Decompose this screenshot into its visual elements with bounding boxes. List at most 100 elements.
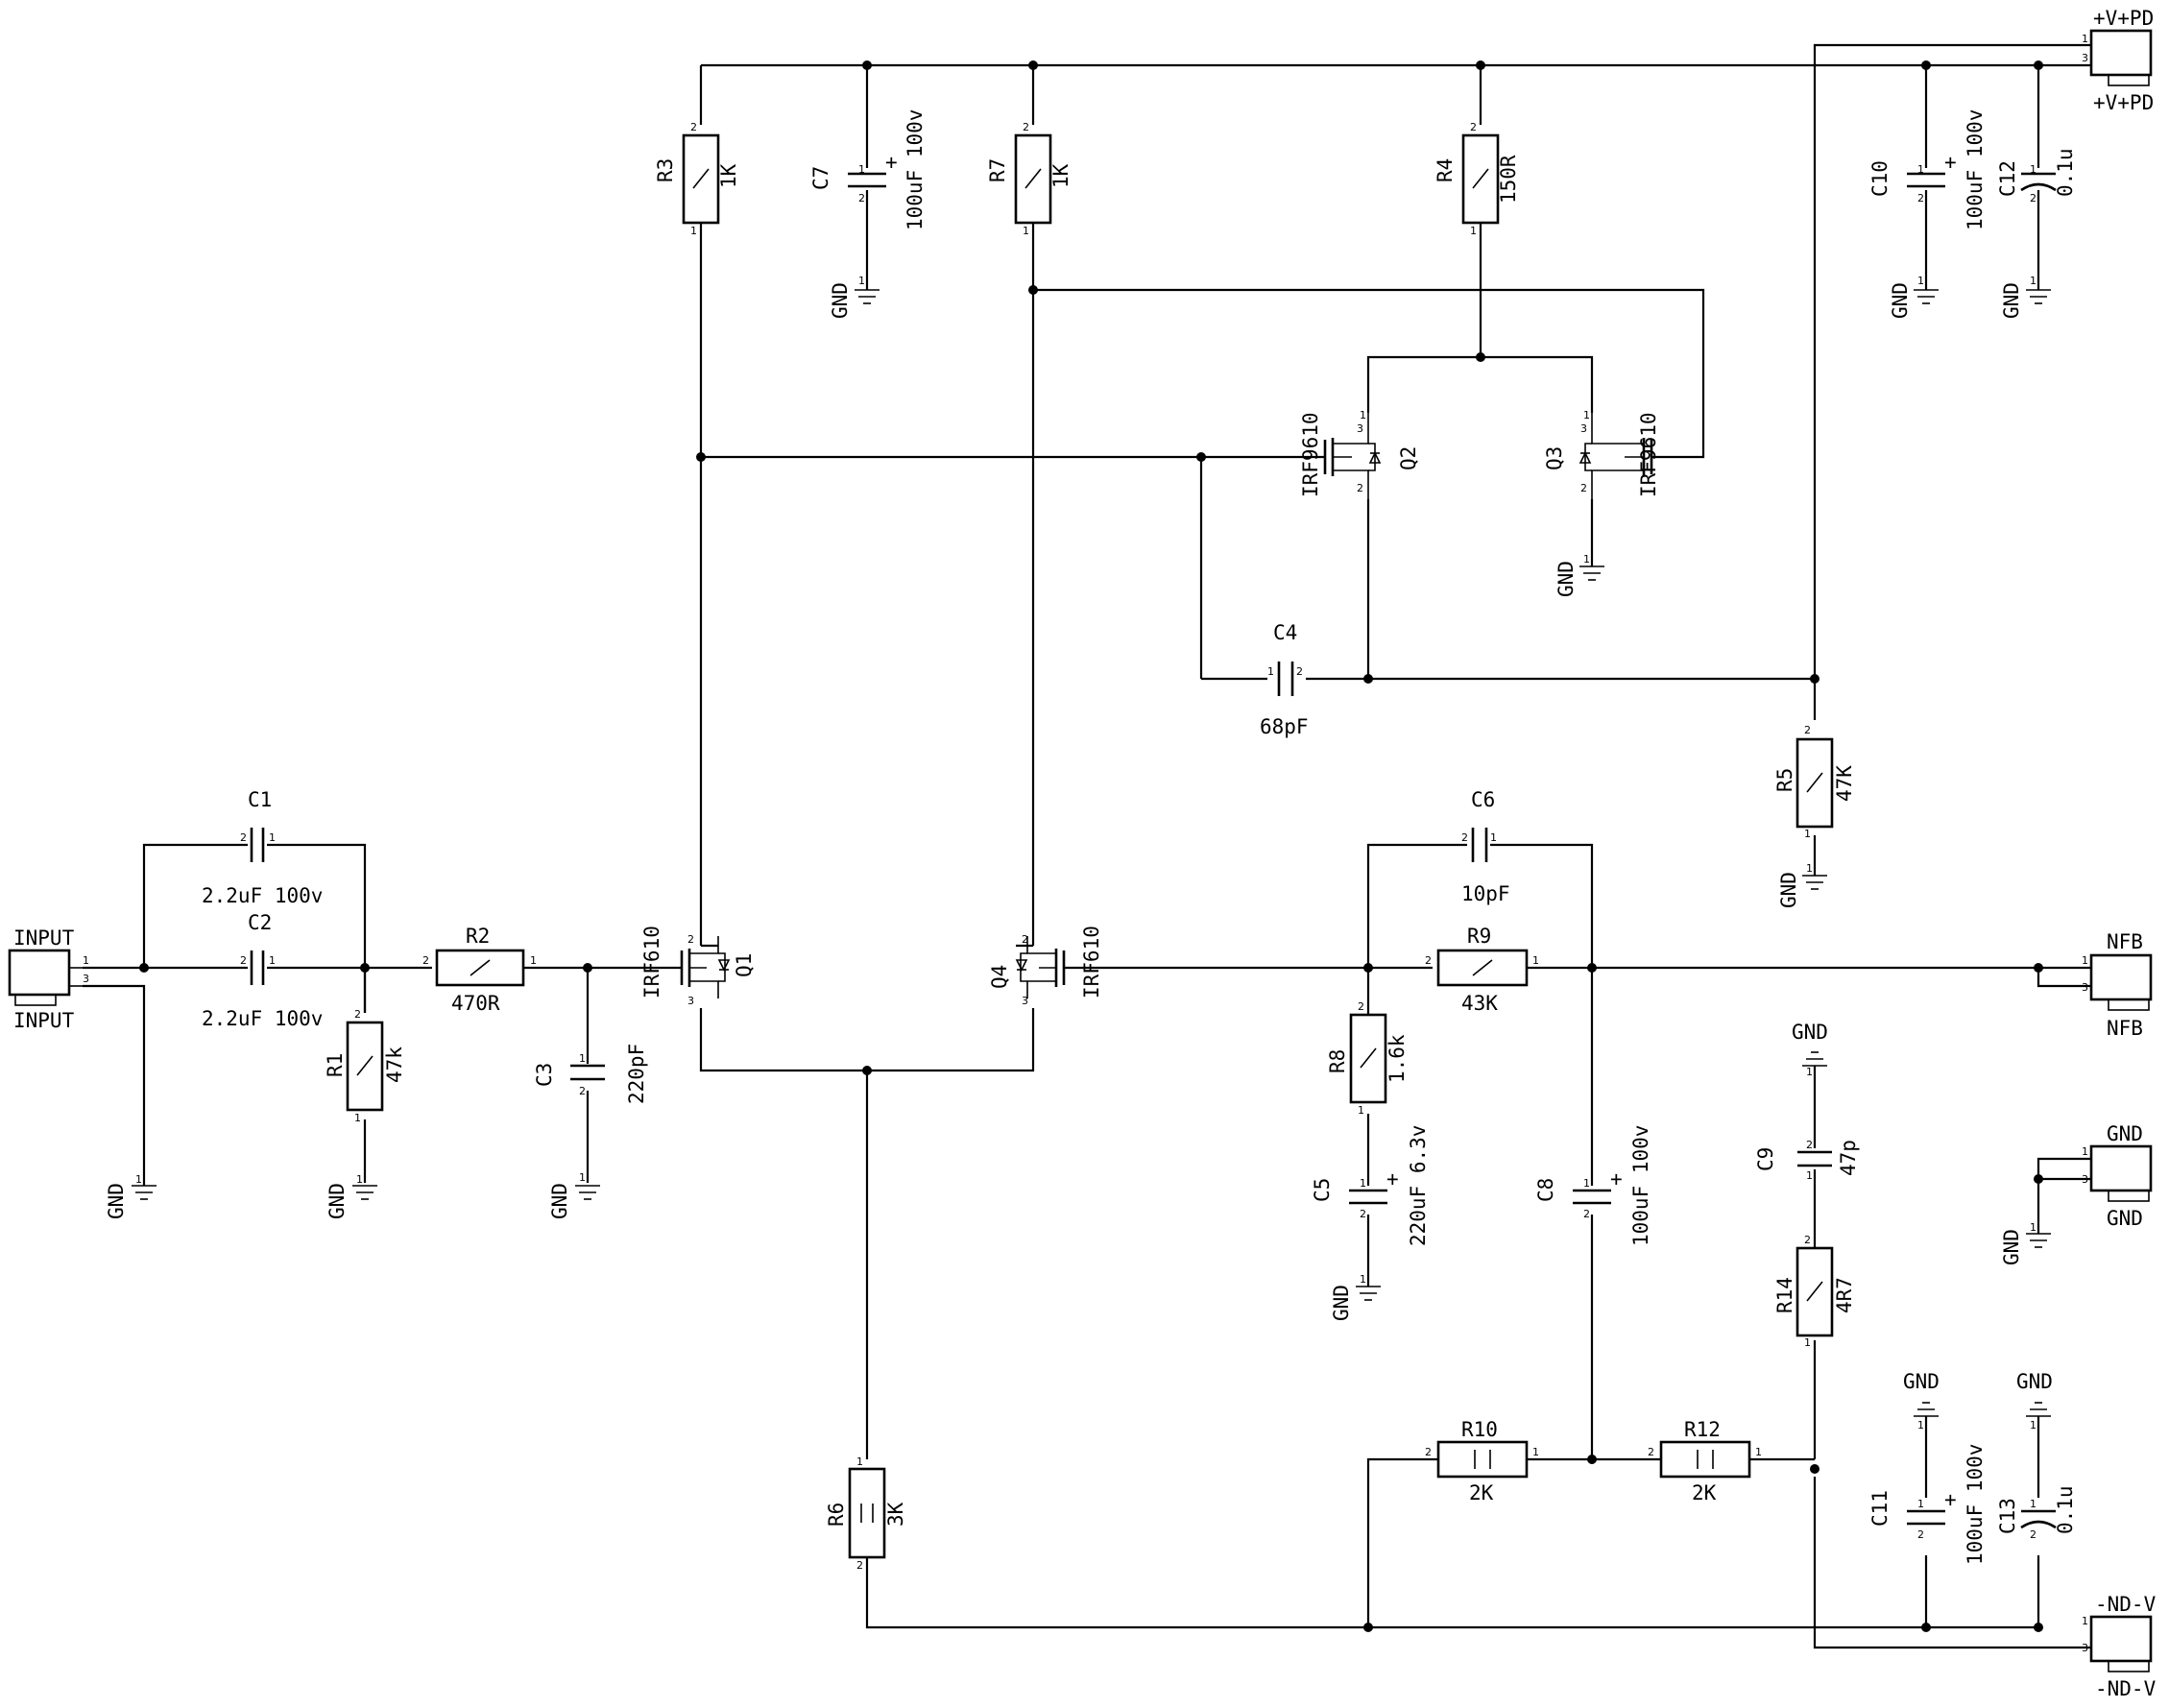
svg-text:1: 1	[2030, 275, 2036, 287]
svg-text:1: 1	[1358, 1104, 1364, 1117]
svg-text:2: 2	[1425, 954, 1432, 967]
svg-text:1: 1	[135, 1173, 142, 1186]
svg-text:2: 2	[1804, 724, 1811, 736]
svg-text:1: 1	[579, 1052, 586, 1065]
svg-text:2: 2	[1580, 482, 1587, 494]
connector-nfb: NFB NFB	[2089, 930, 2153, 1040]
svg-text:1: 1	[2082, 1615, 2088, 1627]
svg-text:2: 2	[1648, 1446, 1654, 1458]
svg-text:GND: GND	[2016, 1370, 2053, 1393]
svg-text:IRF9610: IRF9610	[1299, 412, 1322, 497]
svg-text:2K: 2K	[1692, 1481, 1717, 1504]
capacitor-c12: C12 0.1u	[1996, 148, 2077, 197]
connector-gnd: GND GND	[2089, 1122, 2153, 1230]
svg-text:C11: C11	[1868, 1490, 1892, 1527]
svg-text:47p: 47p	[1837, 1140, 1860, 1176]
resistor-r3: R3 1K	[654, 133, 740, 225]
svg-text:2: 2	[240, 831, 247, 844]
svg-text:2: 2	[690, 121, 697, 133]
svg-text:4R7: 4R7	[1833, 1277, 1856, 1313]
svg-text:2: 2	[1022, 933, 1028, 946]
gnd-c7: GND	[829, 282, 880, 319]
svg-text:R6: R6	[825, 1503, 848, 1527]
resistor-r14: R14 4R7	[1773, 1246, 1856, 1337]
svg-text:C2: C2	[248, 911, 272, 934]
svg-text:2: 2	[1296, 665, 1303, 678]
svg-text:GND: GND	[1903, 1370, 1940, 1393]
resistor-r10: R10 2K	[1436, 1418, 1529, 1504]
svg-text:INPUT: INPUT	[13, 1009, 75, 1032]
svg-text:47k: 47k	[383, 1046, 406, 1083]
svg-text:+: +	[885, 151, 898, 174]
svg-text:C9: C9	[1754, 1147, 1777, 1171]
capacitor-c11: + C11 100uF 100v	[1868, 1444, 1987, 1565]
svg-text:3: 3	[2082, 1642, 2088, 1654]
resistor-r4: R4 150R	[1434, 133, 1520, 225]
gnd-input: GND	[105, 1183, 157, 1219]
svg-text:2: 2	[1917, 192, 1924, 204]
resistor-r6: R6 3K	[825, 1467, 907, 1559]
svg-text:C4: C4	[1273, 621, 1297, 644]
svg-text:GND: GND	[2000, 1229, 2023, 1265]
svg-text:GND: GND	[1330, 1285, 1353, 1321]
svg-text:+: +	[1944, 151, 1957, 174]
svg-text:1: 1	[356, 1173, 363, 1186]
svg-text:2: 2	[1461, 831, 1468, 844]
svg-text:1: 1	[1532, 1446, 1539, 1458]
gnd-c5: GND	[1330, 1285, 1382, 1321]
svg-text:NFB: NFB	[2107, 930, 2143, 953]
svg-text:2: 2	[2030, 1528, 2036, 1541]
svg-text:2: 2	[579, 1085, 586, 1097]
svg-text:INPUT: INPUT	[13, 926, 75, 950]
svg-text:1: 1	[354, 1112, 361, 1124]
svg-text:GND: GND	[548, 1183, 571, 1219]
svg-text:GND: GND	[2107, 1207, 2143, 1230]
capacitor-c13: C13 0.1u	[1996, 1485, 2077, 1534]
connector-vpos: +V+PD +V+PD	[2089, 7, 2154, 114]
connector-input: INPUT INPUT	[8, 926, 83, 1032]
svg-text:C13: C13	[1996, 1498, 2019, 1534]
svg-text:2: 2	[1804, 1234, 1811, 1246]
svg-text:2K: 2K	[1469, 1481, 1494, 1504]
svg-text:+: +	[1944, 1488, 1957, 1511]
svg-text:GND: GND	[829, 282, 852, 319]
capacitor-c5: + C5 220uF 6.3v	[1311, 1125, 1430, 1246]
gnd-c10: GND	[1889, 282, 1940, 319]
svg-text:100uF 100v: 100uF 100v	[1964, 109, 1987, 230]
svg-text:3: 3	[2082, 1173, 2088, 1186]
svg-text:3: 3	[2082, 52, 2088, 64]
svg-text:-ND-V: -ND-V	[2095, 1593, 2157, 1616]
svg-text:3: 3	[2082, 981, 2088, 994]
svg-text:-ND-V: -ND-V	[2095, 1677, 2157, 1700]
svg-text:+V+PD: +V+PD	[2093, 7, 2154, 30]
svg-text:100uF 100v: 100uF 100v	[1964, 1444, 1987, 1565]
svg-text:GND: GND	[1792, 1021, 1828, 1044]
svg-text:0.1u: 0.1u	[2054, 1485, 2077, 1534]
svg-text:1: 1	[690, 225, 697, 237]
svg-text:+V+PD: +V+PD	[2093, 91, 2154, 114]
connector-vneg: -ND-V -ND-V	[2089, 1593, 2157, 1700]
svg-text:1: 1	[2030, 1419, 2036, 1431]
svg-text:1: 1	[2030, 1221, 2036, 1234]
svg-text:2: 2	[422, 954, 429, 967]
svg-text:GND: GND	[2000, 282, 2023, 319]
svg-text:220uF 6.3v: 220uF 6.3v	[1407, 1125, 1430, 1246]
svg-text:2: 2	[1917, 1528, 1924, 1541]
svg-text:1: 1	[2082, 1145, 2088, 1158]
svg-text:1: 1	[269, 831, 276, 844]
svg-text:1: 1	[1360, 409, 1366, 421]
gnd-c3: GND	[548, 1183, 601, 1219]
svg-text:3: 3	[83, 973, 89, 985]
svg-text:2.2uF 100v: 2.2uF 100v	[202, 1007, 323, 1030]
svg-text:1: 1	[858, 275, 865, 287]
svg-text:1: 1	[2030, 163, 2036, 176]
svg-text:C3: C3	[533, 1063, 556, 1087]
svg-text:C1: C1	[248, 788, 272, 811]
svg-text:2: 2	[1583, 1208, 1590, 1220]
svg-text:R4: R4	[1434, 158, 1457, 182]
gnd-q3: GND	[1554, 561, 1605, 597]
wires	[83, 43, 2091, 1649]
svg-text:2: 2	[687, 933, 694, 946]
resistor-r2: R2 470R	[435, 925, 525, 1015]
svg-text:3: 3	[687, 995, 694, 1007]
